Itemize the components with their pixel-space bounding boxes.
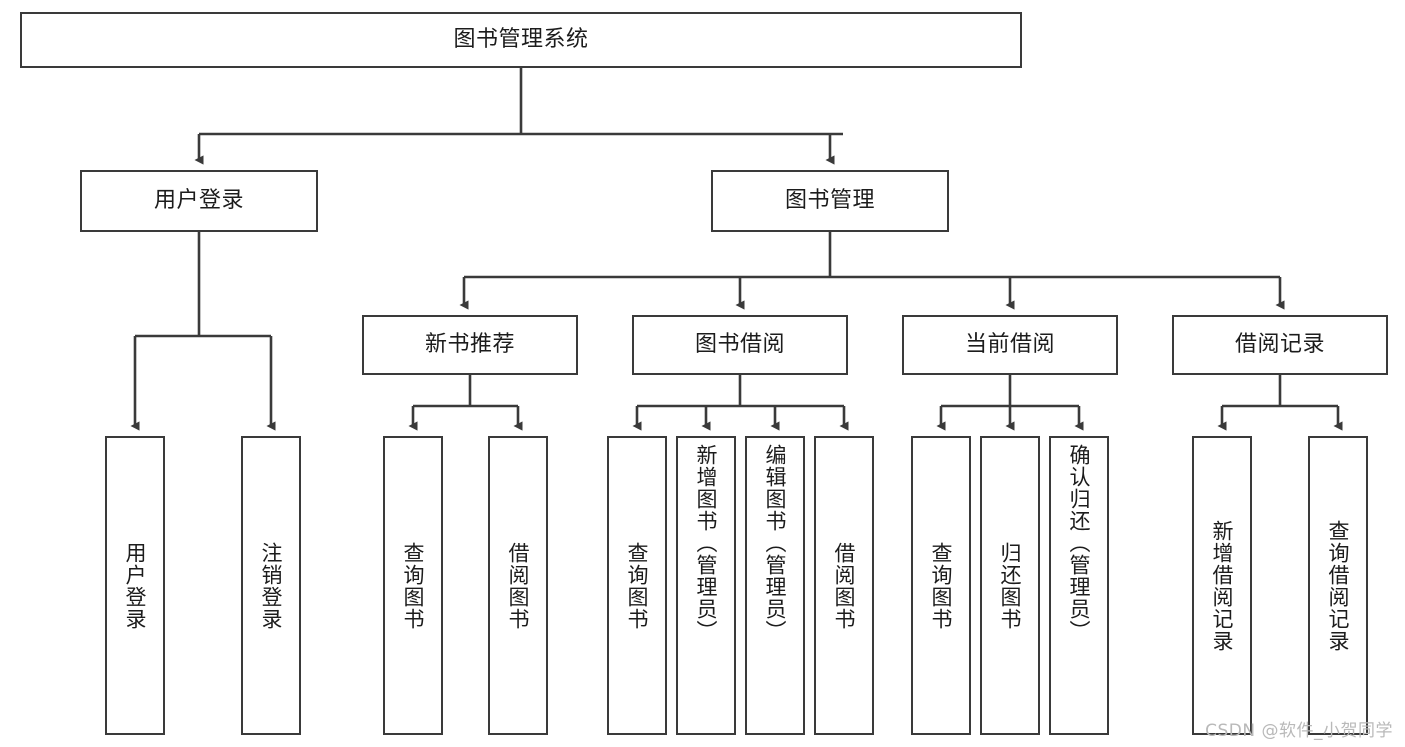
leaf-add-borrow-record[interactable]: 新增借阅记录 xyxy=(1192,436,1252,735)
node-label: 归还图书 xyxy=(998,541,1023,630)
leaf-borrow-book-new-recommend[interactable]: 借阅图书 xyxy=(488,436,548,735)
node-label: 编辑图书（管理员） xyxy=(763,444,788,642)
edges-root-to-level1 xyxy=(194,68,843,165)
node-new-book-recommend[interactable]: 新书推荐 xyxy=(362,315,578,375)
leaf-query-book-new-recommend[interactable]: 查询图书 xyxy=(383,436,443,735)
leaf-query-book-borrow[interactable]: 查询图书 xyxy=(607,436,667,735)
leaf-logout-login[interactable]: 注销登录 xyxy=(241,436,301,735)
leaf-confirm-return[interactable]: 确认归还（管理员） xyxy=(1049,436,1109,735)
node-root-system[interactable]: 图书管理系统 xyxy=(20,12,1022,68)
node-label: 新增借阅记录 xyxy=(1210,519,1235,652)
node-label: 借阅图书 xyxy=(832,541,857,630)
edges-bookmgmt-to-level2 xyxy=(459,232,1285,310)
node-label: 查询图书 xyxy=(401,541,426,630)
leaf-user-login[interactable]: 用户登录 xyxy=(105,436,165,735)
leaf-edit-book[interactable]: 编辑图书（管理员） xyxy=(745,436,805,735)
node-label: 用户登录 xyxy=(153,188,244,214)
node-label: 注销登录 xyxy=(259,541,284,630)
leaf-borrow-book-borrow[interactable]: 借阅图书 xyxy=(814,436,874,735)
node-book-management[interactable]: 图书管理 xyxy=(711,170,949,232)
edges-userlogin-to-leaves xyxy=(130,232,276,431)
node-label: 新书推荐 xyxy=(424,332,515,358)
watermark-text: CSDN @软件_小贺同学 xyxy=(1205,721,1393,741)
node-label: 当前借阅 xyxy=(964,332,1055,358)
edges-currentborrow-to-leaves xyxy=(936,375,1084,431)
node-label: 查询图书 xyxy=(625,541,650,630)
node-current-borrow[interactable]: 当前借阅 xyxy=(902,315,1118,375)
node-label: 图书管理 xyxy=(784,188,875,214)
node-user-login[interactable]: 用户登录 xyxy=(80,170,318,232)
node-label: 查询图书 xyxy=(929,541,954,630)
node-label: 查询借阅记录 xyxy=(1326,519,1351,652)
node-label: 图书借阅 xyxy=(694,332,785,358)
edges-bookborrow-to-leaves xyxy=(632,375,849,431)
node-label: 借阅图书 xyxy=(506,541,531,630)
leaf-add-book[interactable]: 新增图书（管理员） xyxy=(676,436,736,735)
edges-borrowrecord-to-leaves xyxy=(1217,375,1343,431)
leaf-return-book[interactable]: 归还图书 xyxy=(980,436,1040,735)
node-label: 新增图书（管理员） xyxy=(694,444,719,642)
node-label: 确认归还（管理员） xyxy=(1067,444,1092,642)
edges-newbook-to-leaves xyxy=(408,375,523,431)
node-book-borrow[interactable]: 图书借阅 xyxy=(632,315,848,375)
leaf-query-borrow-record[interactable]: 查询借阅记录 xyxy=(1308,436,1368,735)
node-label: 借阅记录 xyxy=(1234,332,1325,358)
leaf-query-book-current[interactable]: 查询图书 xyxy=(911,436,971,735)
node-label: 用户登录 xyxy=(123,541,148,630)
node-borrow-record[interactable]: 借阅记录 xyxy=(1172,315,1388,375)
node-label: 图书管理系统 xyxy=(453,27,589,53)
